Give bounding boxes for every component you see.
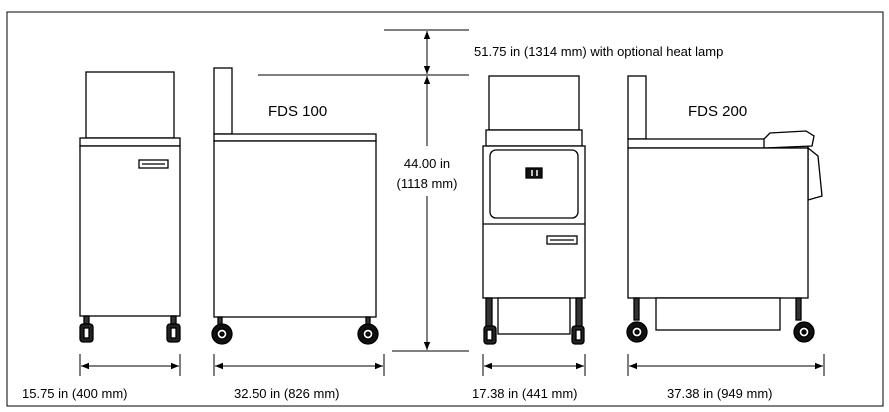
fds200-front-view [482, 75, 586, 345]
fds100-width-label: 15.75 in (400 mm) [22, 386, 128, 401]
fds200-side-view [626, 75, 823, 343]
fds100-side-view [211, 67, 379, 345]
fds100-title: FDS 100 [268, 103, 327, 120]
height-mm-label: (1118 mm) [397, 176, 458, 191]
height-dimension [258, 29, 469, 352]
fds100-front-view [79, 71, 181, 343]
heat-lamp-height-label: 51.75 in (1314 mm) with optional heat la… [474, 44, 723, 59]
fds100-depth-label: 32.50 in (826 mm) [234, 386, 340, 401]
diagram-frame [6, 11, 884, 407]
fds200-title: FDS 200 [688, 103, 747, 120]
width-dimensions [79, 354, 825, 376]
fds200-depth-label: 37.38 in (949 mm) [667, 386, 773, 401]
height-in-label: 44.00 in [404, 156, 450, 171]
fds200-width-label: 17.38 in (441 mm) [472, 386, 578, 401]
